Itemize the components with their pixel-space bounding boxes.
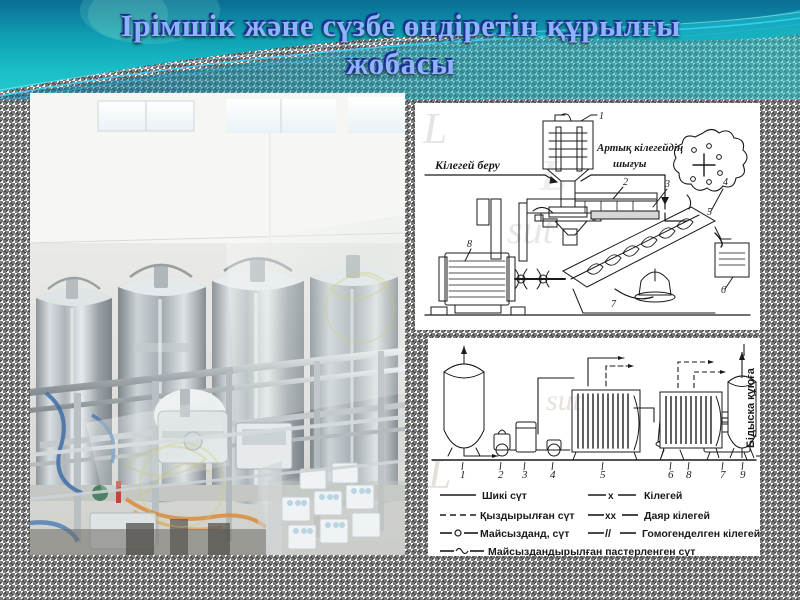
svg-text:xx: xx	[605, 511, 617, 522]
factory-photo-illustration	[30, 93, 405, 555]
label-excess-cream-2: шығуы	[613, 158, 647, 170]
legend-label-1: Кілегей	[644, 490, 682, 502]
svg-text:L: L	[428, 452, 451, 498]
diagram-production-line: L sut	[428, 338, 760, 556]
svg-text:1: 1	[460, 469, 466, 481]
diagram-callout-numbers: 1 2 3 4 5 6 7	[460, 469, 726, 481]
svg-text:8: 8	[467, 239, 472, 250]
label-excess-cream-1: Артық кілегейдің	[596, 142, 683, 154]
svg-text:sut: sut	[507, 207, 555, 252]
legend-label-4: Майсызданд, сүт	[480, 528, 569, 540]
svg-text://: //	[605, 528, 611, 540]
factory-photo	[30, 93, 405, 555]
diagram-cream-separator: L sut 1	[415, 103, 760, 330]
banner-shape	[0, 0, 800, 100]
legend-label-0: Шикі сүт	[482, 490, 527, 502]
svg-text:2: 2	[623, 177, 628, 188]
legend-label-6: Майсыздандырылған пастерленген сүт	[488, 546, 695, 556]
svg-text:4: 4	[723, 177, 728, 188]
svg-text:4: 4	[550, 469, 556, 481]
label-cream-feed: Кілегей беру	[434, 158, 501, 172]
label-bidyska-quyuga: Бідыска құюға	[745, 367, 757, 448]
svg-text:7: 7	[720, 469, 726, 481]
legend-label-5: Гомогенделген кілегей	[642, 528, 760, 540]
diagram-legend: Шикі сүт x Кілегей Қыздырылған сүт xx Да…	[440, 490, 760, 556]
svg-text:x: x	[608, 491, 614, 502]
svg-text:5: 5	[707, 207, 712, 218]
svg-text:L: L	[422, 104, 447, 153]
svg-text:9: 9	[740, 469, 746, 481]
legend-label-2: Қыздырылған сүт	[480, 510, 575, 522]
svg-text:6: 6	[668, 469, 674, 481]
svg-text:1: 1	[599, 111, 604, 122]
glass-reflection-overlay	[86, 215, 405, 555]
title-banner	[0, 0, 800, 100]
svg-text:3: 3	[521, 469, 528, 481]
svg-text:2: 2	[498, 469, 504, 481]
lower-machinery	[30, 519, 266, 555]
svg-text:6: 6	[721, 285, 726, 296]
photo-watermark	[124, 271, 395, 528]
svg-text:3: 3	[664, 179, 670, 190]
svg-text:7: 7	[611, 299, 617, 310]
diagram-cream-separator-drawing: L sut 1	[422, 104, 751, 316]
legend-label-3: Даяр кілегей	[644, 510, 710, 522]
svg-text:8: 8	[686, 469, 692, 481]
diagram-production-line-right-units: 8 9 Бідыска құюға	[659, 344, 760, 481]
svg-text:5: 5	[600, 469, 606, 481]
